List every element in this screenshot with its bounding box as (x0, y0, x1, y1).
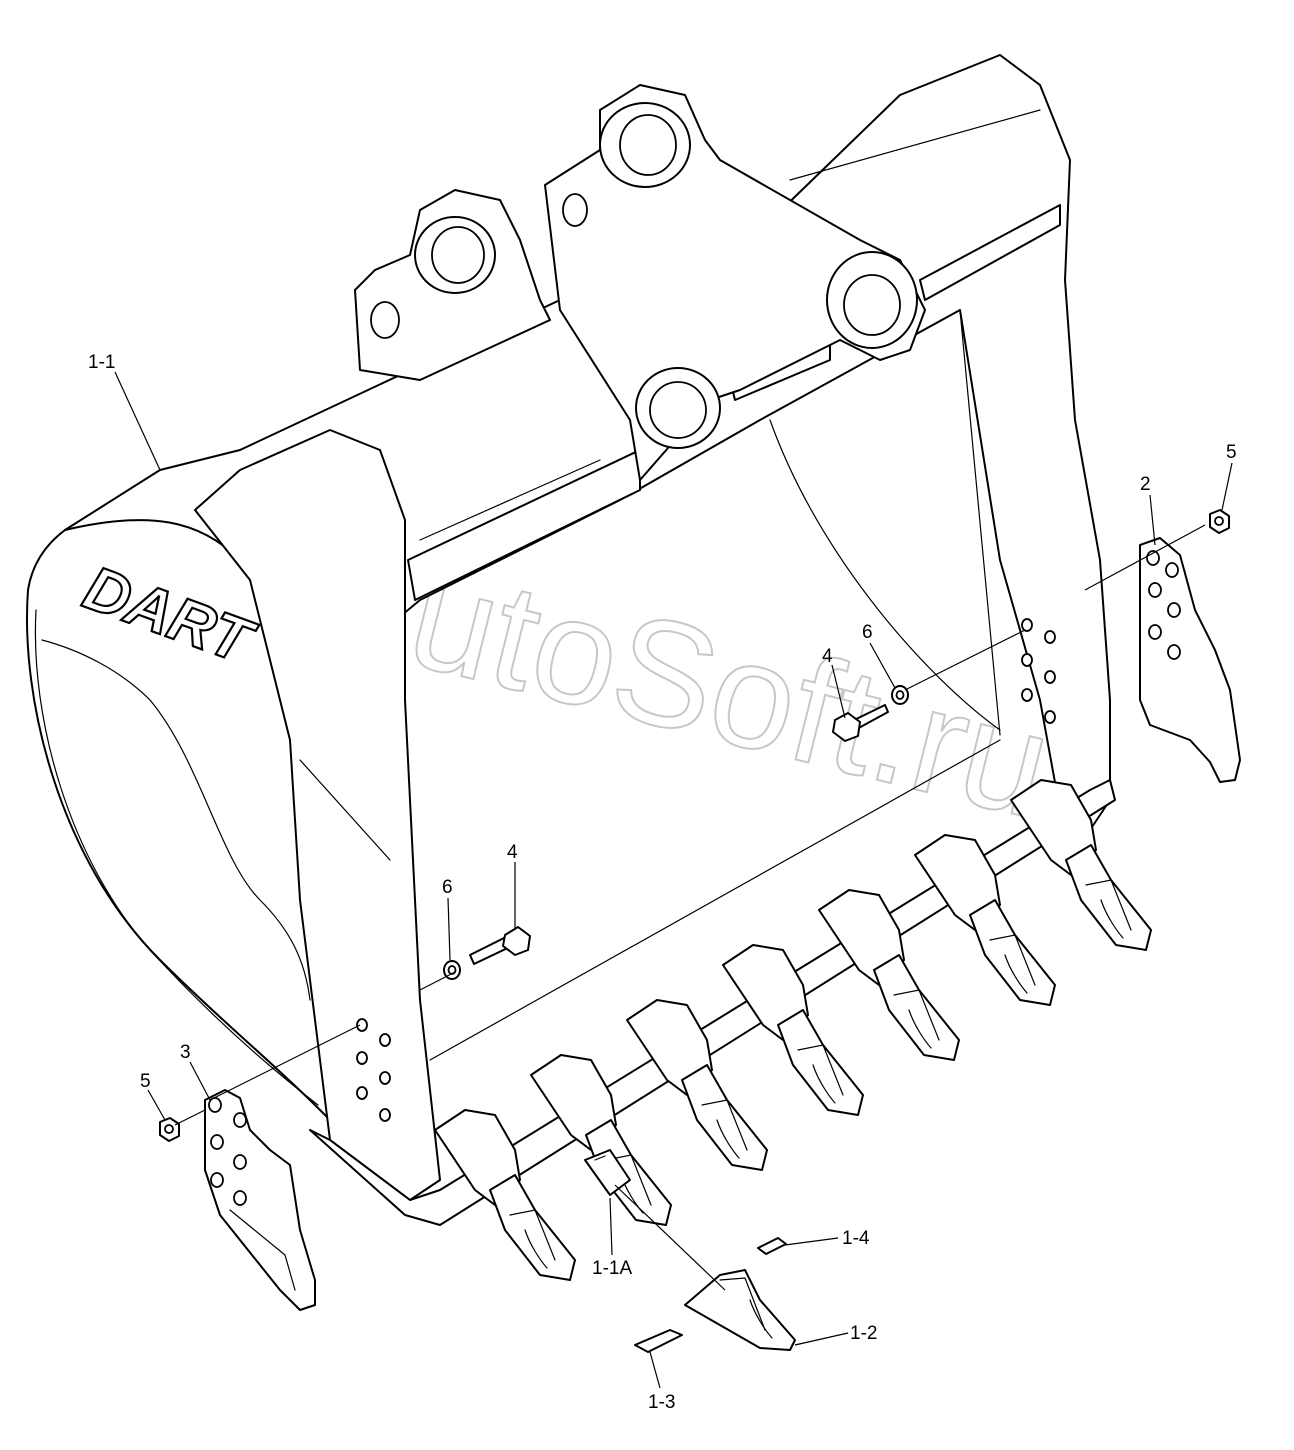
label-4-right: 4 (822, 646, 833, 667)
leader-lines (114, 371, 1233, 1389)
label-1-3: 1-3 (648, 1392, 675, 1413)
washer-left (443, 960, 461, 980)
side-plate-holes-left (356, 1018, 391, 1122)
callout-labels: 1-1 2 5 4 6 4 6 3 5 1-1A 1-4 1-2 1-3 (88, 352, 1237, 1413)
label-3: 3 (180, 1042, 191, 1063)
bucket-tooth (914, 834, 1056, 1006)
mounting-bracket-left (354, 189, 551, 381)
bucket-teeth (434, 779, 1152, 1281)
bucket-tooth (1010, 779, 1152, 951)
label-1-2: 1-2 (850, 1323, 877, 1344)
label-6-left: 6 (442, 877, 453, 898)
nut-right (1209, 509, 1230, 534)
adapter-1-1A (584, 1149, 631, 1196)
bucket-tooth (722, 944, 864, 1116)
label-5-left: 5 (140, 1071, 151, 1092)
label-2: 2 (1140, 474, 1151, 495)
label-6-right: 6 (862, 622, 873, 643)
pin-1-3 (634, 1329, 683, 1353)
bucket-tooth (626, 999, 768, 1171)
label-5-right: 5 (1226, 442, 1237, 463)
bolt-right (832, 704, 889, 742)
bucket-tooth (434, 1109, 576, 1281)
mounting-bracket-right (544, 84, 926, 481)
tooth-point-1-2 (684, 1269, 796, 1351)
bolt-left (469, 926, 531, 965)
bucket-tooth (818, 889, 960, 1061)
label-1-1: 1-1 (88, 352, 115, 373)
nut-left (159, 1117, 180, 1142)
side-cutter-left (204, 1089, 316, 1311)
washer-right (891, 685, 909, 705)
side-cutter-right (1139, 537, 1241, 783)
label-4-left: 4 (507, 842, 518, 863)
retainer-1-4 (757, 1237, 787, 1255)
bucket-tooth (530, 1054, 672, 1226)
side-plate-holes-right (1021, 618, 1056, 724)
label-1-1A: 1-1A (592, 1258, 632, 1279)
label-1-4: 1-4 (842, 1228, 870, 1249)
